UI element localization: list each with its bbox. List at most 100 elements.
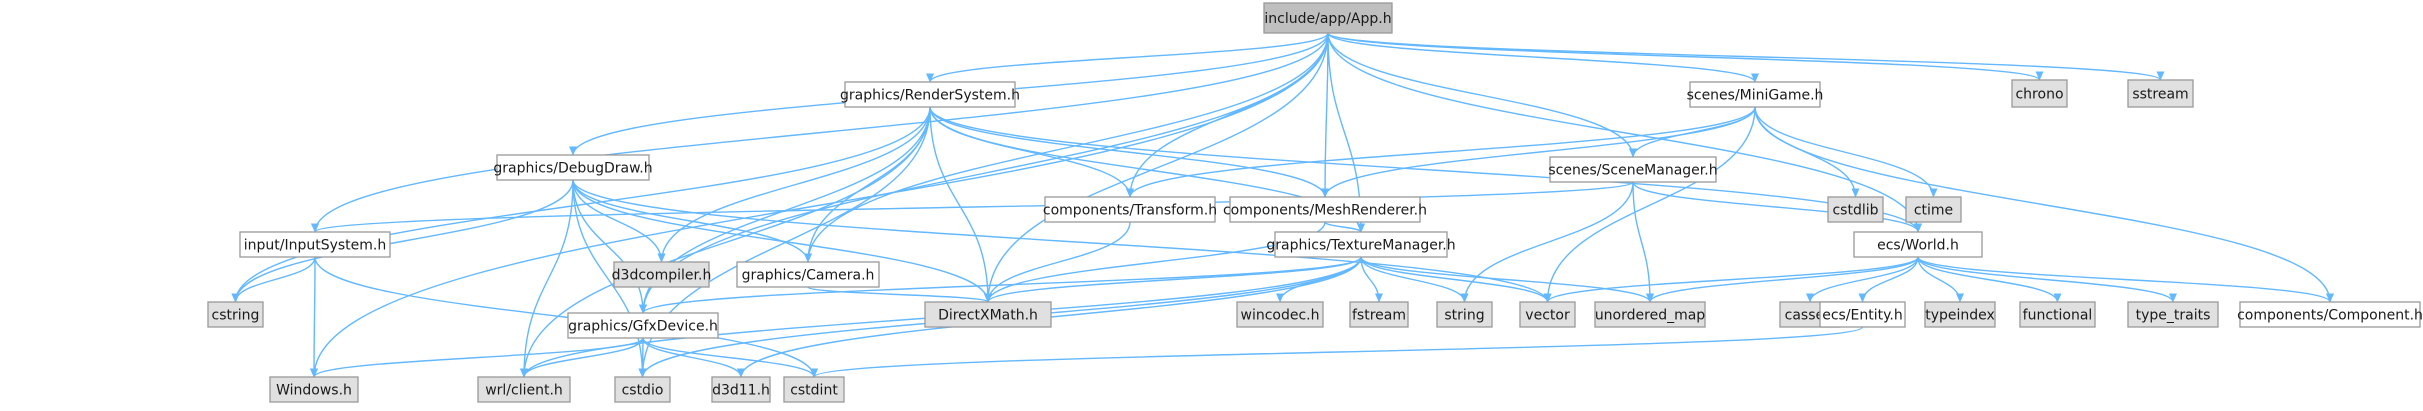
node-camera[interactable]: graphics/Camera.h: [736, 261, 880, 288]
edge-debugdraw-to-gfxdevice: [572, 179, 647, 314]
node-box-debugdraw: [496, 154, 650, 181]
edge-rendersystem-to-d3dcompiler: [657, 106, 931, 263]
node-box-camera: [736, 261, 880, 288]
edge-gfxdevice-to-cstdint: [642, 337, 818, 378]
node-box-transform: [1044, 196, 1216, 223]
edge-inputsystem-to-cstring: [231, 256, 316, 303]
node-texturemanager[interactable]: graphics/TextureManager.h: [1266, 231, 1456, 258]
node-rendersystem[interactable]: graphics/RenderSystem.h: [840, 81, 1020, 108]
node-box-component: [2239, 301, 2421, 328]
edge-minigame-to-scenemanager: [1629, 106, 1756, 158]
node-meshrenderer[interactable]: components/MeshRenderer.h: [1223, 196, 1427, 223]
node-sstream: sstream: [2127, 79, 2194, 108]
node-label-minigame: scenes/MiniGame.h: [1687, 88, 1824, 104]
node-box-functional: [2019, 301, 2096, 328]
edge-app-to-windows: [310, 32, 1329, 378]
node-functional: functional: [2019, 301, 2096, 328]
node-label-ctime: ctime: [1914, 203, 1953, 219]
node-box-gfxdevice: [567, 312, 719, 339]
edge-app-to-rendersystem: [926, 32, 1329, 83]
edge-debugdraw-to-wrlclient: [520, 179, 574, 378]
node-label-sstream: sstream: [2132, 87, 2188, 103]
node-label-gfxdevice: graphics/GfxDevice.h: [568, 319, 718, 335]
edge-texturemanager-to-vector: [1360, 256, 1552, 303]
node-scenemanager[interactable]: scenes/SceneManager.h: [1548, 156, 1718, 183]
node-label-type_traits: type_traits: [2136, 308, 2211, 324]
node-minigame[interactable]: scenes/MiniGame.h: [1687, 81, 1824, 108]
node-box-ctime: [1905, 196, 1962, 223]
node-cstdint: cstdint: [783, 376, 845, 403]
node-component[interactable]: components/Component.h: [2237, 301, 2423, 328]
node-label-windows: Windows.h: [276, 383, 352, 399]
edge-minigame-to-meshrenderer: [1321, 106, 1756, 198]
node-box-typeindex: [1924, 301, 1996, 328]
node-debugdraw[interactable]: graphics/DebugDraw.h: [493, 154, 653, 181]
node-type_traits: type_traits: [2127, 301, 2219, 328]
edge-minigame-to-component: [1754, 106, 2334, 303]
node-label-debugdraw: graphics/DebugDraw.h: [493, 161, 652, 177]
node-chrono: chrono: [2011, 79, 2068, 108]
edge-world-to-component: [1917, 256, 2334, 303]
edge-world-to-type_traits: [1917, 256, 2177, 303]
node-label-string: string: [1444, 308, 1484, 324]
node-box-d3dcompiler: [613, 261, 710, 288]
edge-texturemanager-to-fstream: [1360, 256, 1383, 303]
node-box-inputsystem: [239, 231, 391, 258]
node-label-wincodec: wincodec.h: [1241, 308, 1320, 324]
node-box-world: [1853, 231, 1983, 258]
node-box-type_traits: [2127, 301, 2219, 328]
node-box-string: [1436, 301, 1493, 328]
edge-debugdraw-to-camera: [572, 179, 812, 263]
node-app[interactable]: include/app/App.h: [1263, 2, 1393, 34]
edge-inputsystem-to-windows: [310, 256, 319, 378]
node-label-typeindex: typeindex: [1925, 308, 1995, 324]
edge-rendersystem-to-directxmath: [929, 106, 992, 303]
node-label-functional: functional: [2023, 308, 2093, 324]
node-box-cstdint: [783, 376, 845, 403]
node-label-cstdio: cstdio: [622, 383, 664, 399]
node-label-entity: ecs/Entity.h: [1822, 308, 1903, 324]
node-entity[interactable]: ecs/Entity.h: [1819, 301, 1906, 328]
node-label-chrono: chrono: [2015, 87, 2063, 103]
node-world[interactable]: ecs/World.h: [1853, 231, 1983, 258]
edge-world-to-cassert: [1806, 256, 1919, 303]
node-inputsystem[interactable]: input/InputSystem.h: [239, 231, 391, 258]
edge-app-to-scenemanager: [1327, 32, 1637, 158]
node-label-vector: vector: [1525, 308, 1570, 324]
node-box-unordered_map: [1594, 301, 1706, 328]
edge-gfxdevice-to-windows: [310, 337, 644, 378]
node-box-meshrenderer: [1229, 196, 1421, 223]
node-string: string: [1436, 301, 1493, 328]
edge-debugdraw-to-d3dcompiler: [572, 179, 666, 263]
node-box-windows: [269, 376, 359, 403]
node-box-cstring: [207, 301, 264, 328]
node-box-wrlclient: [477, 376, 571, 403]
node-d3dcompiler: d3dcompiler.h: [612, 261, 711, 288]
edge-app-to-minigame: [1327, 32, 1759, 83]
nodes: include/app/App.h graphics/RenderSystem.h…: [207, 2, 2423, 403]
node-transform[interactable]: components/Transform.h: [1043, 196, 1217, 223]
node-label-inputsystem: input/InputSystem.h: [244, 238, 387, 254]
node-unordered_map: unordered_map: [1594, 301, 1706, 328]
edge-minigame-to-ctime: [1754, 106, 1938, 198]
edge-inputsystem-to-cstdint: [314, 256, 818, 378]
node-label-fstream: fstream: [1352, 308, 1406, 324]
node-wincodec: wincodec.h: [1236, 301, 1324, 328]
node-box-chrono: [2011, 79, 2068, 108]
node-gfxdevice[interactable]: graphics/GfxDevice.h: [567, 312, 719, 339]
node-label-wrlclient: wrl/client.h: [485, 383, 563, 399]
edge-debugdraw-to-directxmath: [572, 179, 992, 303]
node-label-scenemanager: scenes/SceneManager.h: [1548, 163, 1717, 179]
edge-scenemanager-to-inputsystem: [311, 181, 1634, 233]
node-label-transform: components/Transform.h: [1043, 203, 1217, 219]
node-label-world: ecs/World.h: [1877, 238, 1959, 254]
edge-app-to-world: [1327, 32, 1922, 233]
node-box-cstdlib: [1827, 196, 1884, 223]
edge-minigame-to-vector: [1543, 106, 1756, 303]
edge-world-to-entity: [1858, 256, 1919, 303]
edge-camera-to-directxmath: [807, 286, 992, 303]
node-box-fstream: [1349, 301, 1409, 328]
edge-app-to-transform: [1126, 32, 1329, 198]
node-label-texturemanager: graphics/TextureManager.h: [1266, 238, 1455, 254]
edge-gfxdevice-to-wrlclient: [520, 337, 644, 378]
